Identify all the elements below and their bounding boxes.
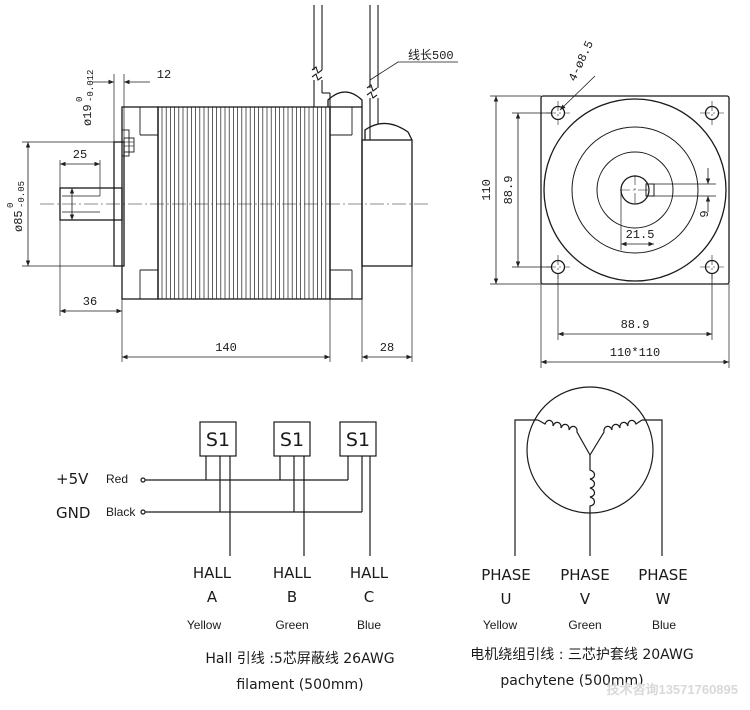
phase-u-word: PHASE (481, 566, 531, 584)
hall-sensor-c-label: S1 (346, 429, 370, 451)
phase-v-color: Green (568, 618, 601, 632)
phase-wiring (514, 386, 663, 556)
dim-shaft-flat: 21.5 (626, 228, 655, 242)
hall-a-letter: A (207, 588, 218, 606)
lead-cables (311, 5, 379, 140)
phase-w-color: Blue (652, 618, 676, 632)
phase-u-letter: U (501, 590, 512, 608)
phase-w-word: PHASE (638, 566, 688, 584)
dim-bolt-spacing-v: 88.9 (502, 176, 516, 205)
hall-sensor-a (199, 421, 237, 457)
dim-rear-length: 28 (380, 341, 394, 355)
hall-a-word: HALL (193, 564, 232, 582)
dim-flange-thickness: 12 (157, 68, 171, 82)
dim-shaft-diameter: ø19 (81, 104, 95, 126)
phase-v-letter: V (580, 590, 591, 608)
motor-rear-cover (361, 139, 413, 267)
hall-c-color: Blue (357, 618, 381, 632)
dim-cable-length: 线长500 (408, 48, 454, 63)
winding-v (589, 455, 596, 513)
hall-wiring (140, 421, 377, 556)
hall-sensor-b (273, 421, 311, 457)
dim-key-length: 25 (73, 148, 87, 162)
stator-circle (526, 386, 654, 514)
dim-boss-tol-lower: -0.05 (17, 181, 27, 208)
dim-body-length: 140 (215, 341, 237, 355)
phase-note-line1: 电机绕组引线 : 三芯护套线 20AWG (470, 647, 693, 663)
hall-c-word: HALL (350, 564, 389, 582)
dim-flange-size: 110*110 (610, 346, 660, 360)
winding-w (589, 419, 643, 456)
dim-shaft-tol-upper: 0 (75, 97, 85, 102)
winding-u (537, 419, 591, 456)
front-view (490, 75, 730, 368)
hall-sensor-c (339, 421, 377, 457)
phase-w-letter: W (656, 590, 671, 608)
hall-sensor-a-label: S1 (206, 429, 230, 451)
dim-shaft-length: 36 (83, 295, 97, 309)
front-boss-circle (543, 98, 727, 282)
dim-shaft-tol-lower: -0.012 (86, 70, 96, 102)
motor-stator-stack (157, 106, 331, 300)
hall-b-color: Green (275, 618, 308, 632)
dim-boss-tol-upper: 0 (6, 203, 16, 208)
dim-hole-spec: 4-ø8.5 (566, 39, 597, 84)
front-flange-square (540, 95, 730, 285)
hall-note-line1: Hall 引线 :5芯屏蔽线 26AWG (205, 651, 394, 667)
hall-a-color: Yellow (187, 618, 222, 632)
phase-note-line2: pachytene (500mm) (500, 673, 643, 689)
hall-sensor-b-label: S1 (280, 429, 304, 451)
hall-b-letter: B (287, 588, 297, 606)
black-wire-label: Black (106, 505, 136, 519)
watermark: 技术咨询13571760895 (606, 682, 738, 697)
side-view (22, 5, 458, 362)
hall-b-word: HALL (273, 564, 312, 582)
power-label: +5V (56, 470, 89, 488)
phase-v-word: PHASE (560, 566, 610, 584)
ground-label: GND (56, 504, 90, 522)
hall-note-line2: filament (500mm) (236, 677, 363, 693)
red-wire-label: Red (106, 472, 128, 486)
hall-c-letter: C (364, 588, 374, 606)
dim-boss-diameter: ø85 (12, 210, 26, 232)
phase-u-color: Yellow (483, 618, 518, 632)
dim-key-width: 6 (696, 210, 710, 217)
dim-flange-height: 110 (480, 179, 494, 201)
dim-bolt-spacing-h: 88.9 (621, 318, 650, 332)
